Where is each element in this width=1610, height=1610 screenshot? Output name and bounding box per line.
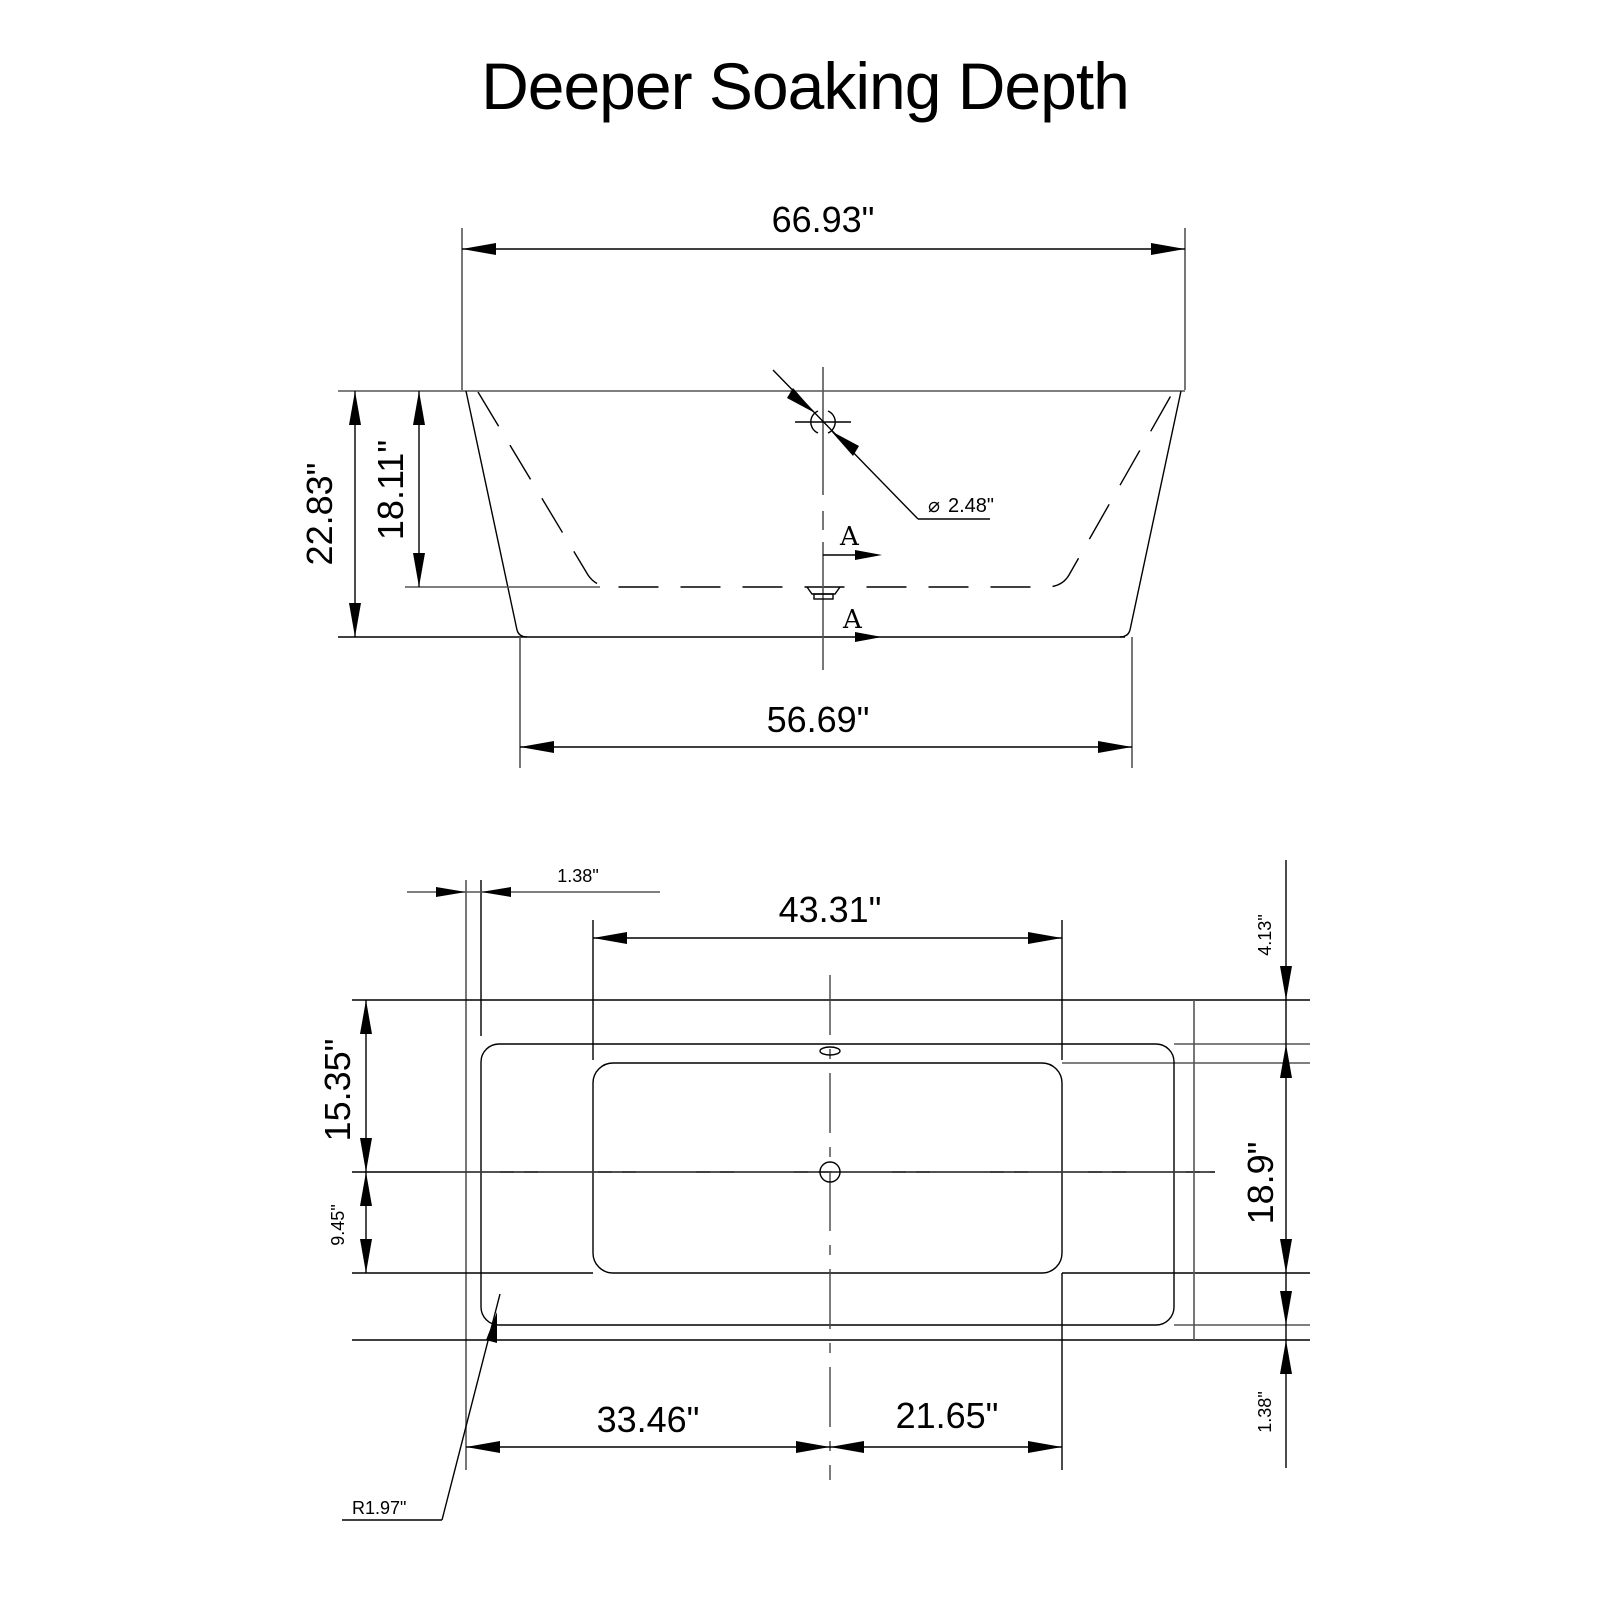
drain-to-right-label: 21.65"	[896, 1395, 999, 1436]
lower-width-label: 9.45"	[328, 1204, 348, 1245]
upper-width-label: 15.35"	[317, 1039, 358, 1142]
interior-depth-label: 18.11"	[370, 440, 411, 540]
interior-width-label: 18.9"	[1240, 1142, 1281, 1225]
diameter-icon: ⌀	[928, 495, 940, 517]
overflow-slot-icon	[819, 1046, 841, 1056]
corner-radius-label: R1.97"	[352, 1498, 406, 1518]
tub-rim-outline	[480, 1043, 1175, 1326]
tub-basin-outline	[592, 1062, 1063, 1274]
overflow-diameter-label: 2.48"	[948, 495, 994, 517]
overall-height-label: 22.83"	[299, 463, 340, 566]
overall-length-label: 66.93"	[772, 199, 875, 240]
rim-offset-left-label: 1.38"	[557, 866, 598, 886]
top-view: 1.38" 43.31" 15.35" 9.	[317, 860, 1310, 1521]
page-title: Deeper Soaking Depth	[481, 49, 1130, 123]
section-marker-top: A	[839, 522, 860, 552]
base-length-label: 56.69"	[767, 699, 870, 740]
section-marker-bottom: A	[842, 605, 863, 635]
top-offset-label: 4.13"	[1255, 914, 1275, 955]
drain-to-left-label: 33.46"	[597, 1399, 700, 1440]
bottom-offset-label: 1.38"	[1255, 1391, 1275, 1432]
drain-icon	[819, 1161, 841, 1183]
interior-length-label: 43.31"	[779, 889, 882, 930]
side-view: 66.93" 22.83" 18.11"	[299, 199, 1186, 768]
